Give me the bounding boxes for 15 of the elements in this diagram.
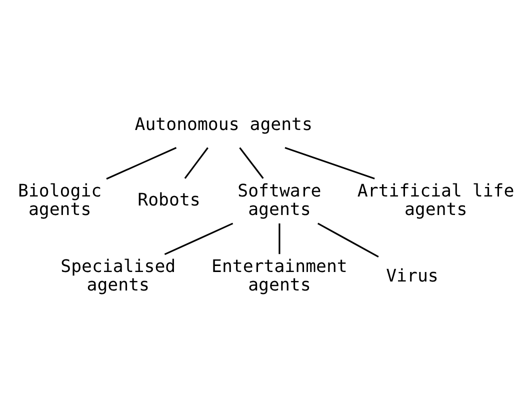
connector [317, 222, 379, 258]
connector [184, 146, 208, 178]
node-text: Autonomous agents [134, 114, 312, 134]
connector [106, 146, 177, 180]
connector [284, 146, 375, 179]
node-text: Specialised agents [60, 256, 176, 296]
node-text: Biologic agents [18, 180, 102, 220]
node-text: Entertainment agents [212, 256, 348, 296]
connector [164, 222, 234, 255]
node-text: Virus [386, 266, 438, 286]
connector [239, 146, 264, 178]
node-text: Robots [138, 190, 200, 210]
node-text: Software agents [238, 180, 322, 220]
connector [278, 222, 280, 254]
node-text: Artificial life agents [357, 180, 514, 220]
